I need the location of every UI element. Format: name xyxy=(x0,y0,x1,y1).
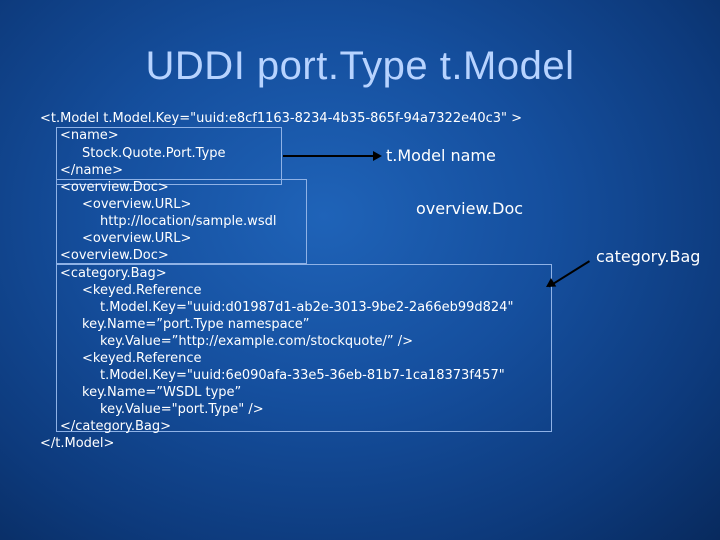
code-line: t.Model.Key="uuid:d01987d1-ab2e-3013-9be… xyxy=(100,300,514,315)
code-line: </t.Model> xyxy=(40,436,115,451)
code-line: <overview.Doc> xyxy=(60,180,169,195)
code-line: <overview.URL> xyxy=(82,231,192,246)
code-line: Stock.Quote.Port.Type xyxy=(82,146,226,161)
category-bag-box xyxy=(56,264,552,432)
overview-doc-label: overview.Doc xyxy=(416,199,524,218)
category-bag-label: category.Bag xyxy=(596,247,701,266)
code-line: http://location/sample.wsdl xyxy=(100,214,277,229)
code-line: key.Value="port.Type" /> xyxy=(100,402,264,417)
overview-doc-box xyxy=(56,179,307,264)
code-line: <keyed.Reference xyxy=(82,283,202,298)
code-line: key.Value=”http://example.com/stockquote… xyxy=(100,334,413,349)
code-line: key.Name=”WSDL type” xyxy=(82,385,242,400)
slide-title: UDDI port.Type t.Model xyxy=(145,44,575,88)
code-line: <keyed.Reference xyxy=(82,351,202,366)
tmodel-name-label: t.Model name xyxy=(386,146,496,165)
code-line: <overview.Doc> xyxy=(60,248,169,263)
code-line: <overview.URL> xyxy=(82,197,192,212)
code-line: </name> xyxy=(60,163,124,178)
code-line: t.Model.Key="uuid:6e090afa-33e5-36eb-81b… xyxy=(100,368,505,383)
code-line: <t.Model t.Model.Key="uuid:e8cf1163-8234… xyxy=(40,111,523,126)
code-line: <category.Bag> xyxy=(60,266,167,281)
code-line: </category.Bag> xyxy=(60,419,172,434)
name-box xyxy=(56,127,282,185)
code-line: <name> xyxy=(60,128,119,143)
code-line: key.Name=”port.Type namespace” xyxy=(82,317,310,332)
